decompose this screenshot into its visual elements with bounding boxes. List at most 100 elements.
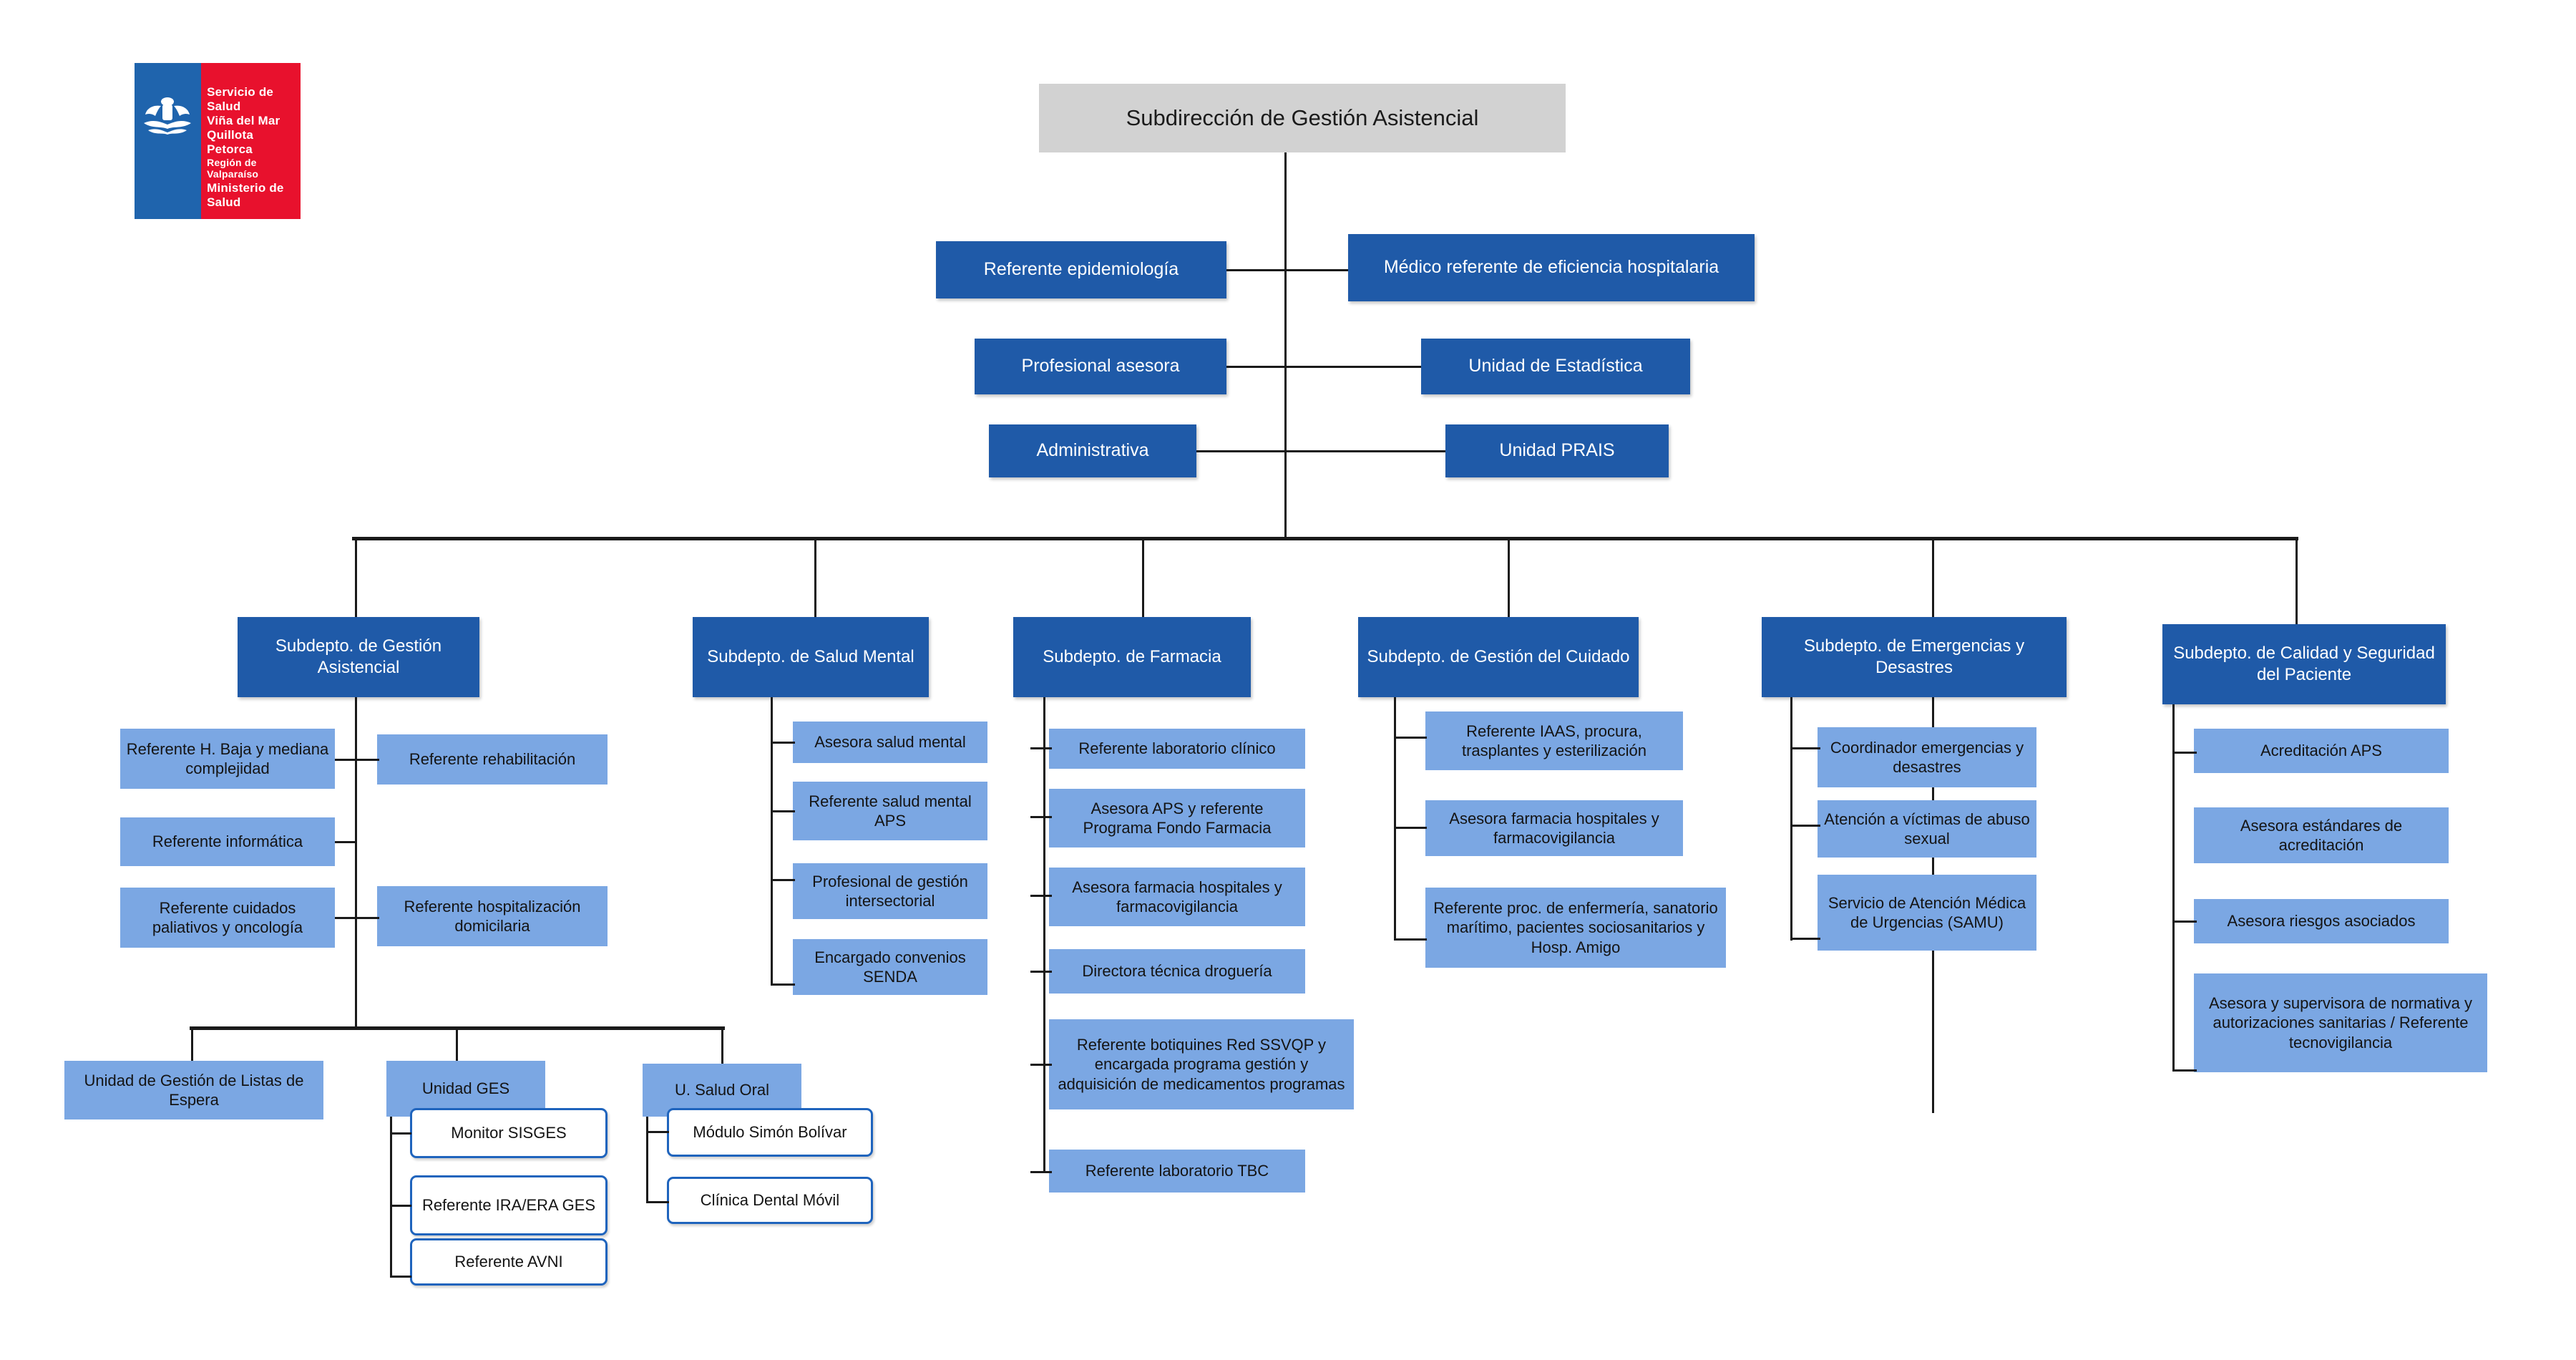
node-label: Profesional de gestión intersectorial — [812, 872, 968, 910]
node-clinica-dental-movil[interactable]: Clínica Dental Móvil — [667, 1177, 873, 1224]
logo-line-1: Servicio de Salud — [207, 84, 274, 113]
connector-col2-child-1 — [771, 742, 795, 744]
dept-header-gestion-del-cuidado[interactable]: Subdepto. de Gestión del Cuidado — [1358, 617, 1639, 697]
connector-col1-left-2 — [335, 841, 356, 843]
node-directora-tecnica-drogueria[interactable]: Directora técnica droguería — [1049, 949, 1305, 994]
node-label: Referente cuidados paliativos y oncologí… — [152, 898, 303, 937]
node-label: Asesora riesgos asociados — [2227, 912, 2416, 931]
node-label: Referente AVNI — [454, 1253, 563, 1271]
node-referente-laboratorio-tbc[interactable]: Referente laboratorio TBC — [1049, 1150, 1305, 1193]
connector-unit-drop-1 — [191, 1026, 193, 1061]
connector-col4-child-1 — [1394, 737, 1427, 739]
unit-box-salud-oral[interactable]: U. Salud Oral — [643, 1064, 801, 1117]
connector-col5-spine — [1790, 697, 1792, 941]
connector-col4-child-2 — [1394, 827, 1427, 829]
node-label: Referente informática — [152, 832, 303, 851]
staff-label: Referente epidemiología — [983, 259, 1179, 280]
node-modulo-simon-bolivar[interactable]: Módulo Simón Bolívar — [667, 1108, 873, 1157]
node-label: Monitor SISGES — [451, 1124, 567, 1142]
node-referente-informatica[interactable]: Referente informática — [120, 817, 335, 866]
node-asesora-farmacia-hospitales[interactable]: Asesora farmacia hospitales y farmacovig… — [1425, 800, 1683, 856]
dept-header-label: Subdepto. de Emergencias y Desastres — [1803, 636, 2025, 677]
node-asesora-supervisora-normativa[interactable]: Asesora y supervisora de normativa y aut… — [2194, 973, 2487, 1072]
dept-header-farmacia[interactable]: Subdepto. de Farmacia — [1013, 617, 1251, 697]
connector-staff-row-3 — [1196, 450, 1445, 452]
connector-staff-row-1 — [1226, 269, 1348, 271]
connector-ges-child-2 — [390, 1205, 411, 1207]
node-referente-iaas-procura[interactable]: Referente IAAS, procura, trasplantes y e… — [1425, 711, 1683, 770]
staff-box-unidad-prais[interactable]: Unidad PRAIS — [1445, 424, 1669, 477]
dept-header-salud-mental[interactable]: Subdepto. de Salud Mental — [693, 617, 929, 697]
connector-salud-oral-child-1 — [646, 1131, 669, 1133]
staff-box-administrativa[interactable]: Administrativa — [989, 424, 1196, 477]
minsal-ssvqp-logo: Servicio de Salud Viña del Mar Quillota … — [135, 63, 301, 219]
staff-box-profesional-asesora[interactable]: Profesional asesora — [975, 339, 1226, 394]
node-label: Asesora y supervisora de normativa y aut… — [2208, 994, 2473, 1051]
logo-line-2: Viña del Mar — [207, 113, 280, 127]
connector-staff-row-2 — [1226, 366, 1421, 368]
node-coordinador-emergencias[interactable]: Coordinador emergencias y desastres — [1818, 727, 2036, 787]
staff-label: Administrativa — [1036, 440, 1149, 461]
connector-col2-child-3 — [771, 879, 795, 881]
node-referente-avni[interactable]: Referente AVNI — [410, 1238, 608, 1286]
staff-label: Profesional asesora — [1021, 356, 1180, 377]
node-asesora-aps-fondo-farmacia[interactable]: Asesora APS y referente Programa Fondo F… — [1049, 789, 1305, 847]
connector-col4-spine — [1394, 697, 1396, 941]
node-referente-rehabilitacion[interactable]: Referente rehabilitación — [377, 734, 608, 785]
node-encargado-convenios-senda[interactable]: Encargado convenios SENDA — [793, 939, 987, 995]
node-label: Encargado convenios SENDA — [814, 948, 966, 986]
node-label: Clínica Dental Móvil — [700, 1191, 840, 1210]
node-samu[interactable]: Servicio de Atención Médica de Urgencias… — [1818, 875, 2036, 951]
node-referente-ira-era-ges[interactable]: Referente IRA/ERA GES — [410, 1175, 608, 1235]
unit-box-listas-de-espera[interactable]: Unidad de Gestión de Listas de Espera — [64, 1061, 323, 1119]
unit-box-unidad-ges[interactable]: Unidad GES — [386, 1061, 545, 1117]
node-referente-salud-mental-aps[interactable]: Referente salud mental APS — [793, 782, 987, 840]
node-asesora-riesgos-asociados[interactable]: Asesora riesgos asociados — [2194, 899, 2449, 943]
staff-box-referente-epidemiologia[interactable]: Referente epidemiología — [936, 241, 1226, 298]
node-asesora-salud-mental[interactable]: Asesora salud mental — [793, 722, 987, 763]
node-label: Referente botiquines Red SSVQP y encarga… — [1058, 1035, 1345, 1093]
connector-col3-child-2 — [1030, 816, 1052, 818]
connector-ges-spine — [390, 1117, 392, 1277]
dept-header-gestion-asistencial[interactable]: Subdepto. de Gestión Asistencial — [238, 617, 479, 697]
connector-root-spine — [1284, 152, 1287, 539]
node-referente-hospitalizacion-domicilaria[interactable]: Referente hospitalización domicilaria — [377, 886, 608, 946]
connector-col1-left-1 — [335, 759, 356, 761]
node-atencion-victimas-abuso-sexual[interactable]: Atención a víctimas de abuso sexual — [1818, 800, 2036, 858]
connector-col6-child-4 — [2172, 1069, 2197, 1072]
connector-col4-child-3 — [1394, 938, 1427, 941]
node-referente-cuidados-paliativos[interactable]: Referente cuidados paliativos y oncologí… — [120, 888, 335, 948]
node-asesora-farmacia-hospitales-farmacovigilancia[interactable]: Asesora farmacia hospitales y farmacovig… — [1049, 868, 1305, 926]
node-asesora-estandares-acreditacion[interactable]: Asesora estándares de acreditación — [2194, 807, 2449, 863]
connector-col6-spine — [2172, 704, 2175, 1071]
staff-label: Unidad PRAIS — [1499, 440, 1615, 461]
connector-col3-child-6 — [1030, 1171, 1052, 1173]
node-acreditacion-aps[interactable]: Acreditación APS — [2194, 729, 2449, 773]
node-referente-botiquines-red-ssvqp[interactable]: Referente botiquines Red SSVQP y encarga… — [1049, 1019, 1354, 1109]
connector-dept-drop-4 — [1508, 537, 1510, 621]
dept-header-label: Subdepto. de Salud Mental — [707, 647, 914, 666]
root-node-subdireccion[interactable]: Subdirección de Gestión Asistencial — [1039, 84, 1566, 152]
dept-header-emergencias-desastres[interactable]: Subdepto. de Emergencias y Desastres — [1762, 617, 2067, 697]
node-referente-laboratorio-clinico[interactable]: Referente laboratorio clínico — [1049, 729, 1305, 769]
staff-box-medico-eficiencia-hospitalaria[interactable]: Médico referente de eficiencia hospitala… — [1348, 234, 1755, 301]
node-label: Módulo Simón Bolívar — [693, 1123, 847, 1142]
node-label: Referente laboratorio clínico — [1078, 739, 1276, 758]
connector-col3-spine — [1043, 697, 1045, 1171]
node-monitor-sisges[interactable]: Monitor SISGES — [410, 1108, 608, 1158]
connector-col2-child-4 — [771, 983, 795, 986]
dept-header-calidad-seguridad[interactable]: Subdepto. de Calidad y Seguridad del Pac… — [2162, 624, 2446, 704]
node-label: Referente salud mental APS — [809, 792, 972, 830]
connector-salud-oral-spine — [646, 1117, 648, 1203]
connector-dept-drop-2 — [814, 537, 816, 621]
node-label: Asesora APS y referente Programa Fondo F… — [1083, 799, 1272, 837]
staff-box-unidad-estadistica[interactable]: Unidad de Estadística — [1421, 339, 1690, 394]
node-referente-h-baja-mediana[interactable]: Referente H. Baja y mediana complejidad — [120, 729, 335, 789]
connector-col2-child-2 — [771, 810, 795, 812]
node-profesional-gestion-intersectorial[interactable]: Profesional de gestión intersectorial — [793, 863, 987, 919]
connector-col6-child-3 — [2172, 921, 2197, 923]
node-label: Referente proc. de enfermería, sanatorio… — [1433, 898, 1718, 956]
node-referente-proc-enfermeria[interactable]: Referente proc. de enfermería, sanatorio… — [1425, 888, 1726, 968]
connector-dept-drop-1 — [355, 537, 357, 621]
